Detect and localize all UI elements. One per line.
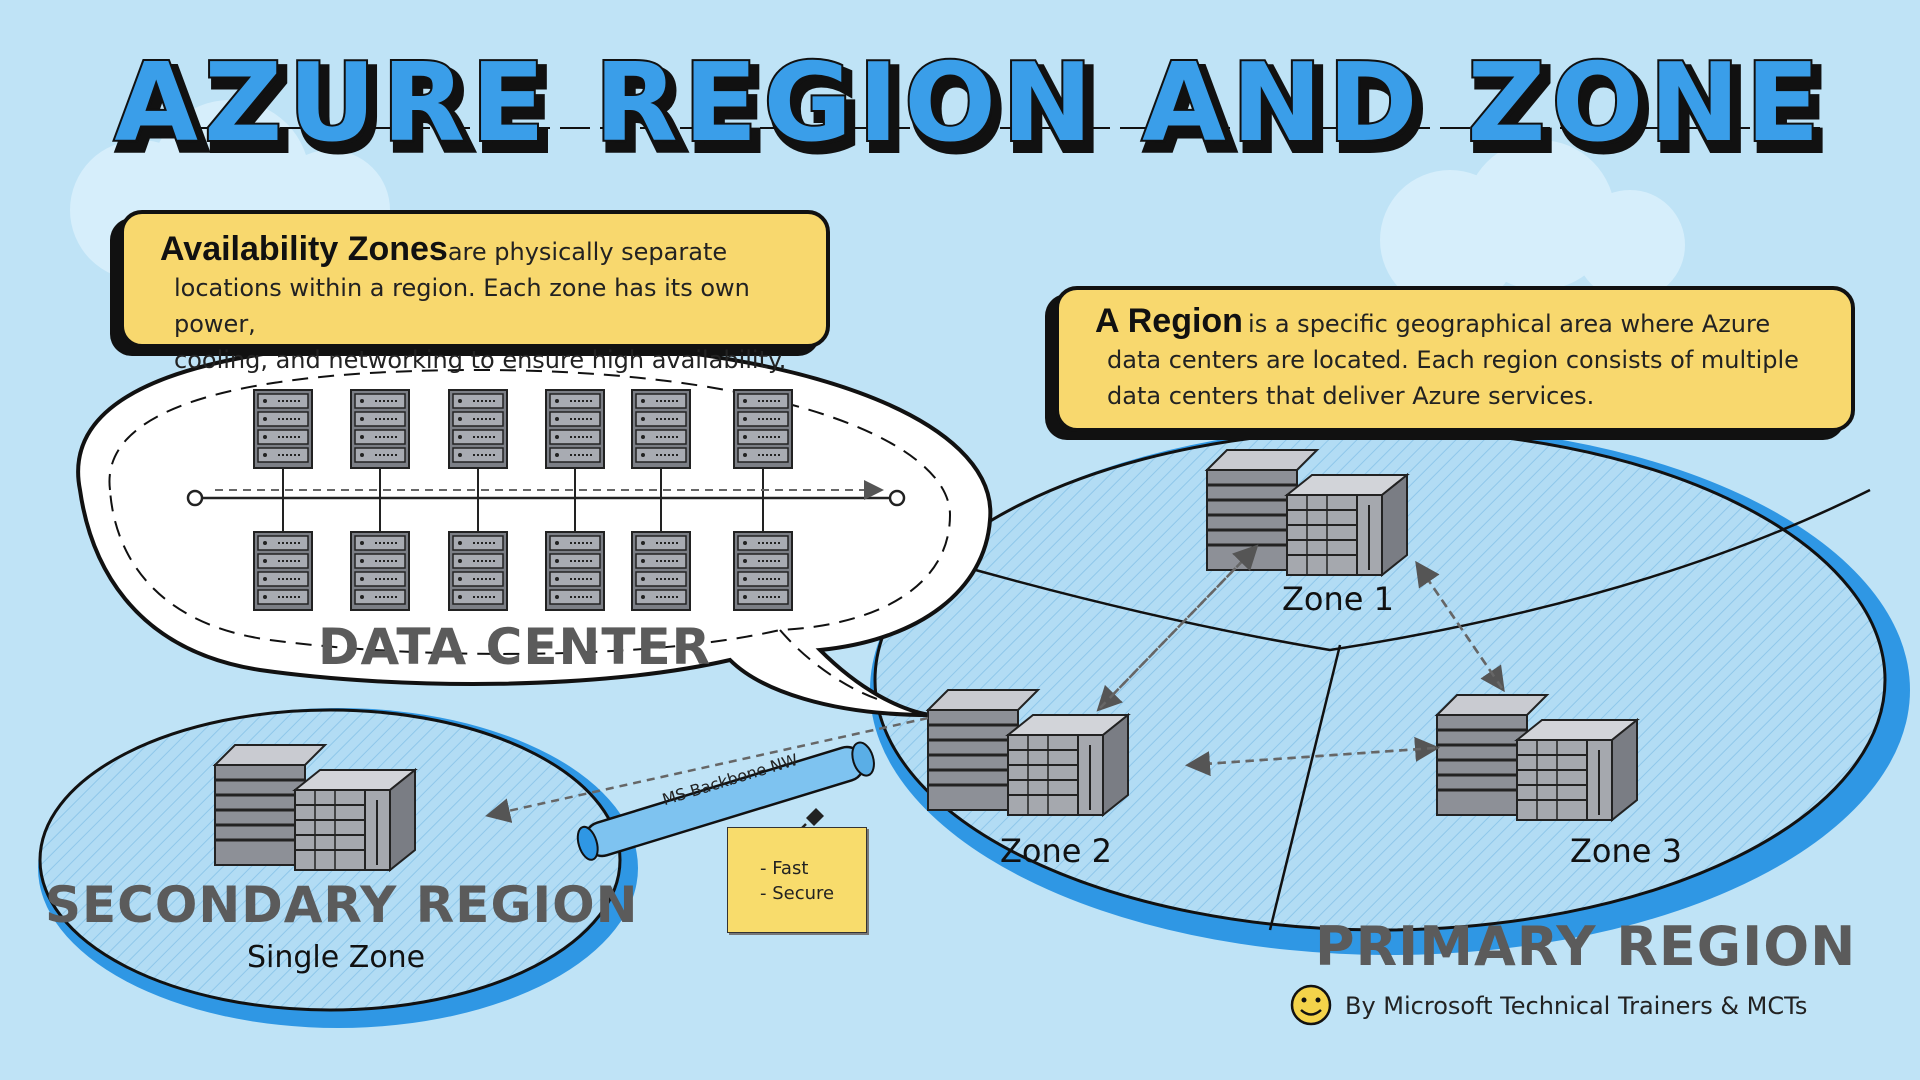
sticky-note: - Fast - Secure [727, 827, 867, 933]
secondary-region-sublabel: Single Zone [247, 940, 426, 975]
rack-grid [186, 389, 906, 611]
availability-zones-text-2: locations within a region. Each zone has… [174, 274, 750, 338]
server-rack-icon [253, 531, 313, 611]
zone-3-label: Zone 3 [1570, 832, 1682, 870]
server-rack-icon [448, 531, 508, 611]
region-text-2: data centers are located. Each region co… [1107, 346, 1799, 374]
server-rack-icon [545, 389, 605, 469]
server-rack-icon [733, 389, 793, 469]
sticky-note-item: - Fast [760, 858, 809, 879]
region-text-3: data centers that deliver Azure services… [1107, 382, 1595, 410]
region-term: A Region [1095, 302, 1243, 340]
primary-region-shape [870, 425, 1910, 955]
availability-zones-term: Availability Zones [160, 230, 448, 268]
availability-zones-text-3: cooling, and networking to ensure high a… [174, 346, 787, 374]
server-rack-icon [631, 389, 691, 469]
secondary-region-label: SECONDARY REGION [45, 876, 639, 934]
zone-links [485, 544, 1505, 823]
primary-region-label: PRIMARY REGION [1315, 915, 1857, 978]
backbone-pipe [576, 741, 875, 861]
data-center-label: DATA CENTER [318, 618, 712, 676]
server-rack-icon [631, 531, 691, 611]
availability-zones-callout: Availability Zonesare physically separat… [120, 210, 830, 374]
page-title: AZURE REGION AND ZONE AZURE REGION AND Z… [112, 40, 1831, 170]
server-rack-icon [733, 531, 793, 611]
svg-text:AZURE REGION AND ZONE: AZURE REGION AND ZONE [114, 41, 1825, 166]
sticky-note-item: - Secure [760, 883, 835, 904]
server-rack-icon [350, 389, 410, 469]
server-rack-icon [253, 389, 313, 469]
svg-text:AZURE REGION AND ZONE: AZURE REGION AND ZONE [120, 49, 1831, 170]
region-callout: A Region is a specific geographical area… [1055, 286, 1855, 432]
server-rack-icon [545, 531, 605, 611]
server-rack-icon [350, 531, 410, 611]
availability-zones-text: are physically separate [447, 238, 728, 266]
smiley-icon [1290, 984, 1332, 1026]
zone-1-label: Zone 1 [1282, 580, 1394, 618]
server-rack-icon [448, 389, 508, 469]
region-text: is a specific geographical area where Az… [1248, 310, 1771, 338]
zone-2-label: Zone 2 [1000, 832, 1112, 870]
credit-text: By Microsoft Technical Trainers & MCTs [1345, 992, 1808, 1020]
